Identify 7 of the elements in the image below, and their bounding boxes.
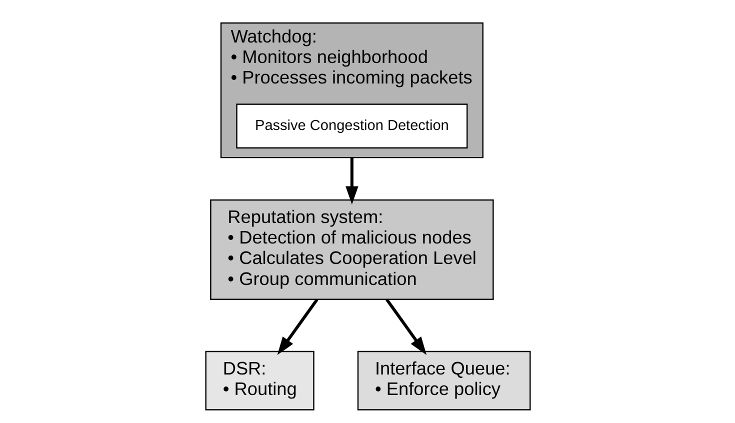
arrow xyxy=(385,298,426,355)
node-box: Interface Queue: • Enforce policy xyxy=(356,350,530,410)
arrow xyxy=(345,158,358,205)
node-box: Passive Congestion Detection xyxy=(236,104,468,148)
node-box: DSR: • Routing xyxy=(204,350,314,410)
node-box: Reputation system: • Detection of malicious nodes • Calculates Cooperation Level • Group communication xyxy=(210,199,494,300)
arrow xyxy=(276,298,318,355)
